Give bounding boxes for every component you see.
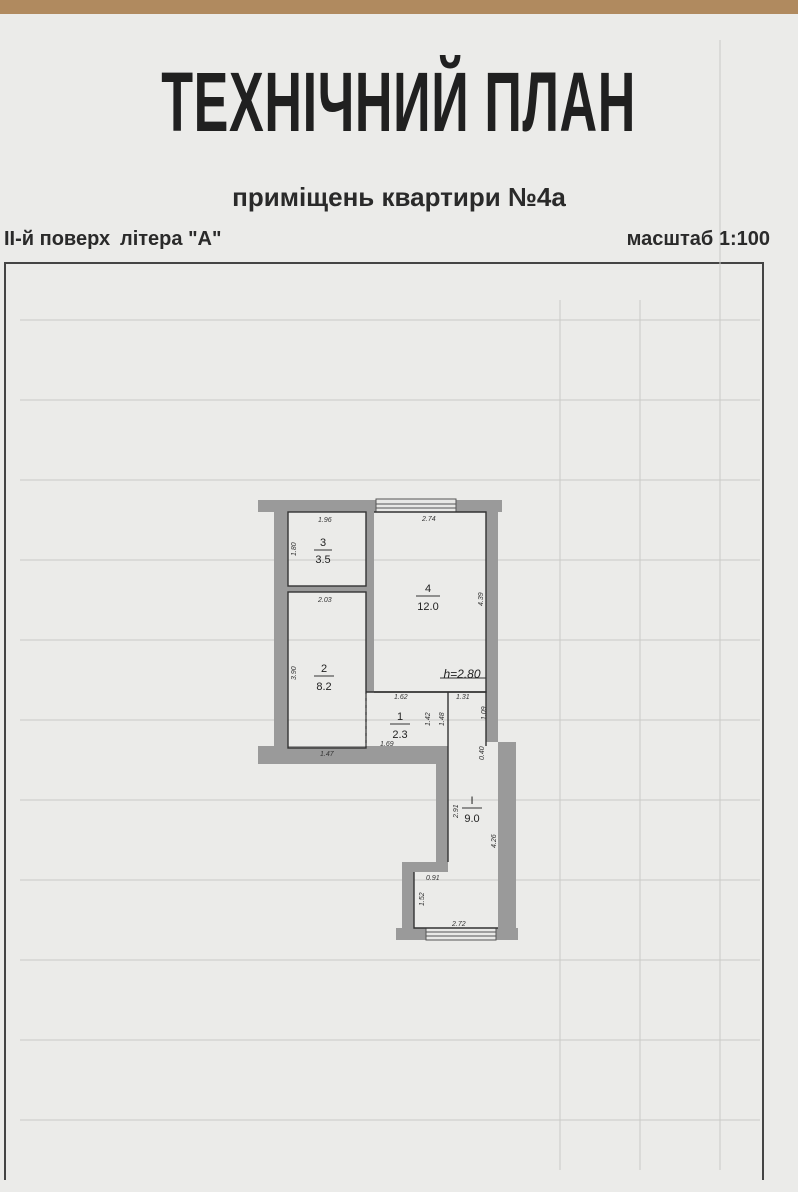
dim-12: 1.47 [320,751,335,758]
wall-partition-vertical [366,512,374,692]
dim-1: 1.96 [318,517,332,524]
room-4-number: 4 [425,583,431,595]
room-1-number: 1 [397,711,403,723]
room-3-area: 3.5 [315,554,330,566]
wall-left [274,512,288,754]
dim-10: 1.48 [439,712,446,726]
room-I-area: 9.0 [464,813,479,825]
dim-18: 1.52 [419,892,426,906]
dim-13: 1.69 [380,741,394,748]
scale-label: масштаб 1:100 [626,228,770,250]
ceiling-height: h=2.80 [443,667,480,681]
wall-corridor-step [402,862,448,872]
plan-frame [4,262,764,1180]
room-3-number: 3 [320,537,326,549]
dim-19: 2.72 [451,921,466,928]
wall-mid [258,746,448,764]
dim-15: 2.91 [453,804,460,819]
dim-17: 0.91 [426,875,440,882]
dim-8: 1.31 [456,694,470,701]
paper-sheet [0,14,798,1192]
background-grid [20,40,760,1170]
wall-right-lower [498,742,516,938]
document-subtitle: приміщень квартири №4а [232,182,566,212]
dim-2: 1.80 [291,542,298,556]
dim-7: 1.62 [394,694,408,701]
dim-11: 1.09 [481,706,488,720]
room-1-area: 2.3 [392,729,407,741]
liter-label: літера "А" [120,228,222,250]
room-4-area: 12.0 [417,601,438,613]
wall-corridor-left [436,756,448,868]
room-I-number: I [470,795,473,807]
dim-9: 1.42 [425,712,432,726]
dim-14: 0.40 [479,746,486,760]
window-bottom [425,927,497,941]
dim-4: 2.03 [317,597,332,604]
dim-6: 3.90 [291,666,298,680]
document-title: ТЕХНІЧНИЙ ПЛАН [161,55,637,149]
wall-partition-horizontal [288,586,366,592]
room-2-area: 8.2 [316,681,331,693]
dim-3: 2.74 [421,516,436,523]
wall-corridor-left-lower [402,862,414,938]
wall-right-upper [486,512,498,742]
dim-5: 4.39 [478,592,485,606]
floor-label: ІІ-й поверх [4,228,111,250]
window-top [375,498,457,513]
dim-16: 4.26 [491,834,498,848]
room-outlines [287,511,498,929]
room-2-number: 2 [321,663,327,675]
